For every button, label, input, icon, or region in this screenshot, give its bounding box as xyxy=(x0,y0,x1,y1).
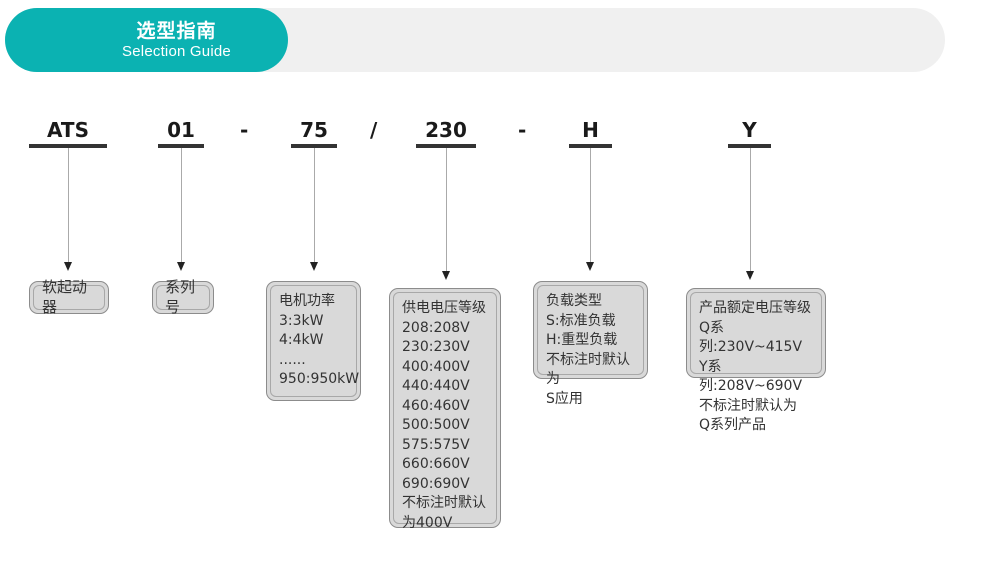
info-box-motor-power: 电机功率 3:3kW 4:4kW ...... 950:950kW xyxy=(266,281,361,401)
info-box-motor-power-text: 电机功率 3:3kW 4:4kW ...... 950:950kW xyxy=(270,285,359,397)
code-text-rated-voltage: Y xyxy=(742,118,757,142)
code-segment-load-type: H xyxy=(569,118,612,148)
arrow-head-supply-voltage xyxy=(442,271,450,280)
info-box-load-type: 负载类型 S:标准负载 H:重型负载 不标注时默认为 S应用 xyxy=(533,281,648,407)
code-segment-supply-voltage: 230 xyxy=(416,118,476,148)
code-text-motor-power: 75 xyxy=(300,118,328,142)
info-box-supply-voltage: 供电电压等级 208:208V 230:230V 400:400V 440:44… xyxy=(389,288,501,531)
code-segment-rated-voltage: Y xyxy=(728,118,771,148)
connector-line-series-prefix xyxy=(68,148,69,264)
connector-line-series-number xyxy=(181,148,182,264)
arrow-head-series-number xyxy=(177,262,185,271)
connector-line-supply-voltage xyxy=(446,148,447,273)
code-underline-motor-power xyxy=(291,144,337,148)
info-box-rated-voltage-text: 产品额定电压等级 Q系列:230V~415V Y系列:208V~690V 不标注… xyxy=(690,292,822,433)
arrow-head-series-prefix xyxy=(64,262,72,271)
code-segment-series-prefix: ATS xyxy=(29,118,107,148)
arrow-head-rated-voltage xyxy=(746,271,754,280)
info-box-series-no: 系列号 xyxy=(152,278,214,316)
code-segment-motor-power: 75 xyxy=(291,118,337,148)
code-underline-series-number xyxy=(158,144,204,148)
code-text-series-number: 01 xyxy=(167,118,195,142)
code-text-series-prefix: ATS xyxy=(47,118,89,142)
code-separator-dash-1: - xyxy=(240,118,249,142)
selection-guide-pill: 选型指南 Selection Guide xyxy=(5,8,288,72)
page-title-cn: 选型指南 xyxy=(136,19,217,42)
info-box-supply-voltage-text: 供电电压等级 208:208V 230:230V 400:400V 440:44… xyxy=(393,292,497,531)
code-segment-series-number: 01 xyxy=(158,118,204,148)
info-box-soft-starter: 软起动器 xyxy=(29,278,109,316)
code-underline-rated-voltage xyxy=(728,144,771,148)
connector-line-motor-power xyxy=(314,148,315,264)
page-title-en: Selection Guide xyxy=(122,42,231,60)
code-underline-series-prefix xyxy=(29,144,107,148)
code-separator-slash-1: / xyxy=(370,118,378,142)
info-box-rated-voltage: 产品额定电压等级 Q系列:230V~415V Y系列:208V~690V 不标注… xyxy=(686,288,826,433)
arrow-head-motor-power xyxy=(310,262,318,271)
info-box-soft-starter-text: 软起动器 xyxy=(33,278,105,316)
info-box-load-type-text: 负载类型 S:标准负载 H:重型负载 不标注时默认为 S应用 xyxy=(537,285,644,407)
code-separator-dash-2: - xyxy=(518,118,527,142)
connector-line-load-type xyxy=(590,148,591,264)
info-box-series-no-text: 系列号 xyxy=(156,278,210,316)
code-text-load-type: H xyxy=(582,118,599,142)
connector-line-rated-voltage xyxy=(750,148,751,273)
code-underline-supply-voltage xyxy=(416,144,476,148)
code-underline-load-type xyxy=(569,144,612,148)
arrow-head-load-type xyxy=(586,262,594,271)
code-text-supply-voltage: 230 xyxy=(425,118,467,142)
